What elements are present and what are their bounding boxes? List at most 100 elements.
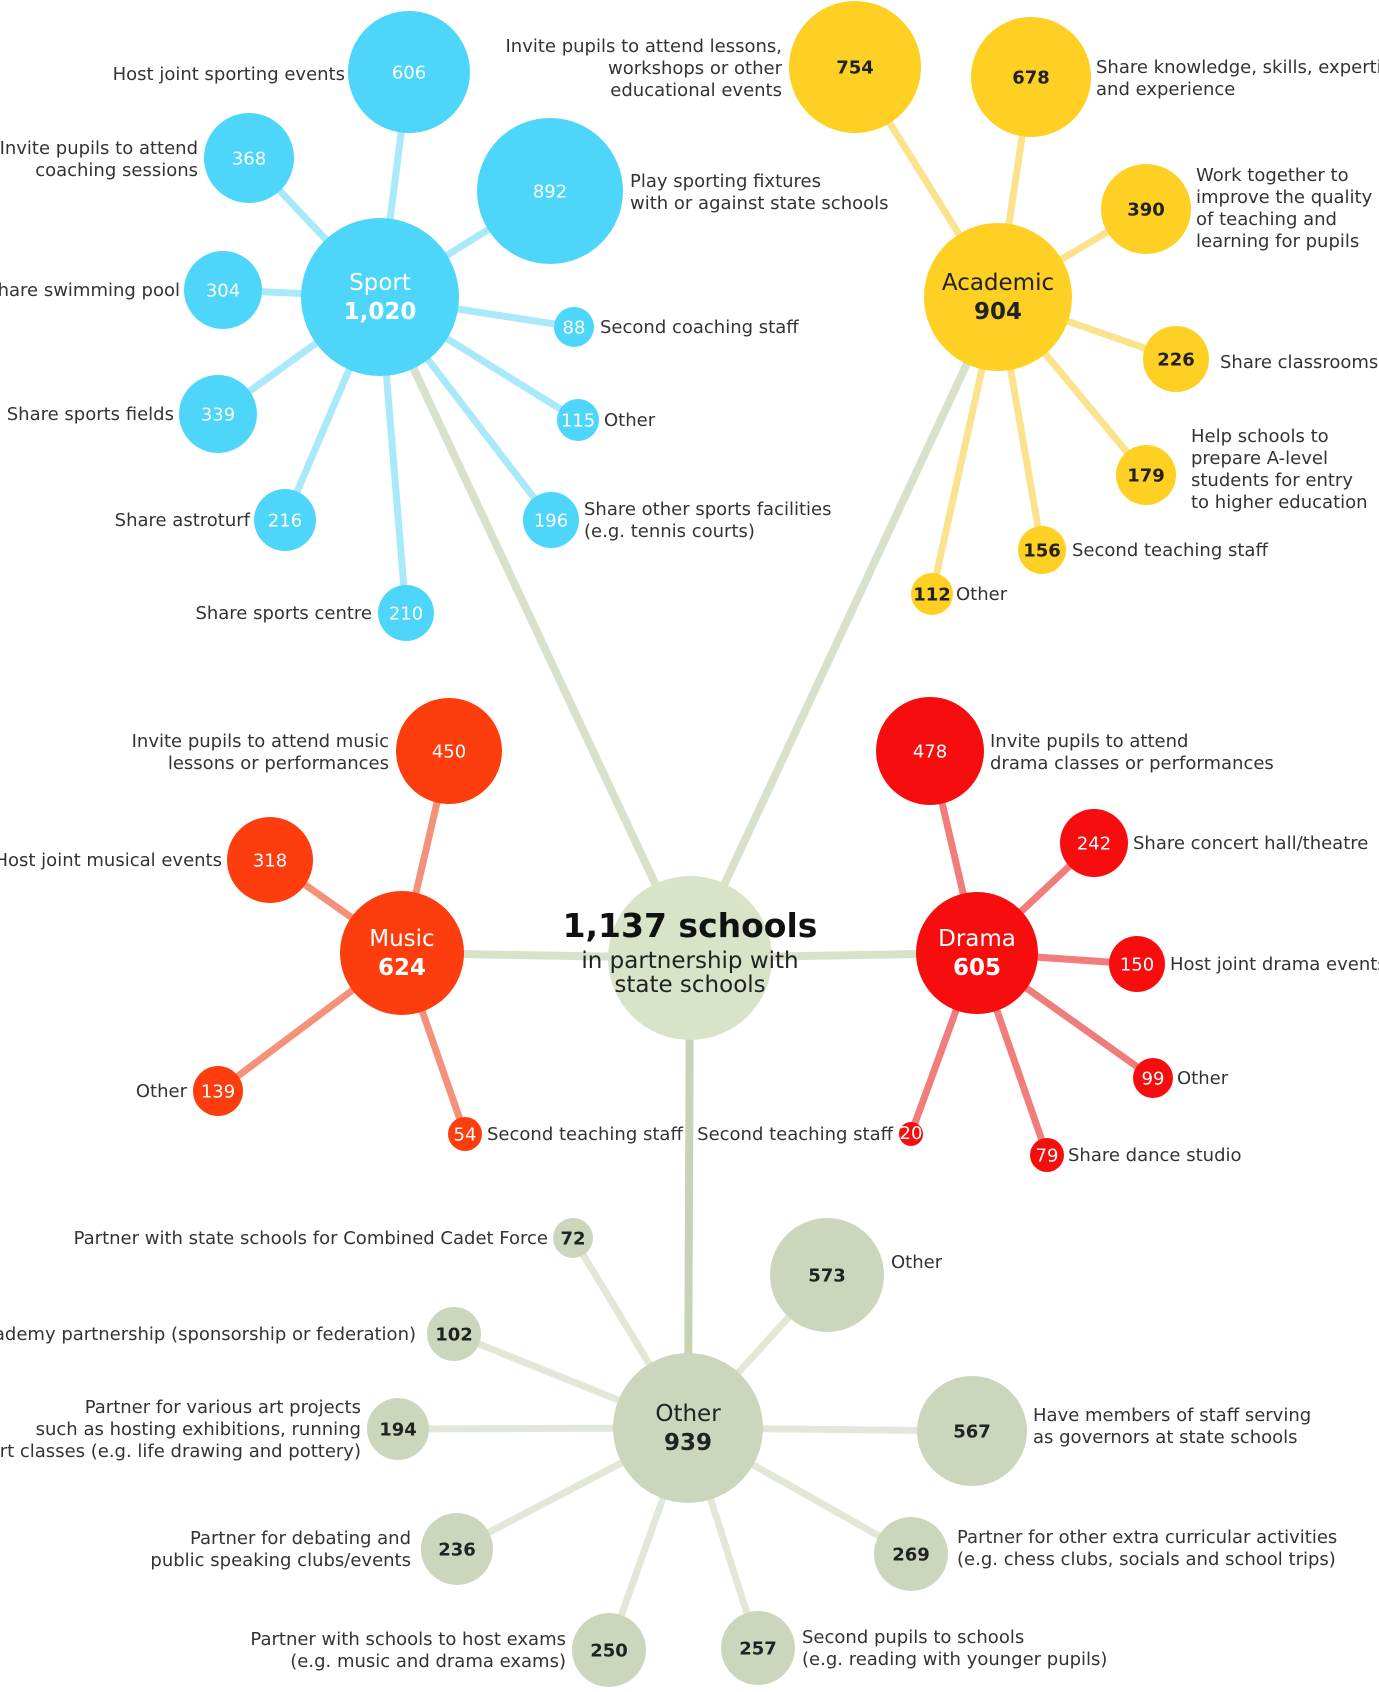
leaf-node-sport-4	[554, 307, 594, 347]
leaf-label-sport-3: Share swimming pool	[0, 280, 180, 301]
leaf-node-other-5	[421, 1513, 493, 1585]
leaf-label-academic-0: educational events	[610, 80, 782, 101]
leaf-value-music-3: 54	[454, 1124, 477, 1145]
trunk-line-sport	[376, 293, 694, 962]
leaf-node-other-2	[427, 1307, 481, 1361]
leaf-value-academic-5: 156	[1023, 540, 1061, 561]
leaf-value-sport-8: 196	[534, 510, 568, 531]
leaf-label-drama-5: Share dance studio	[1068, 1145, 1242, 1166]
leaf-label-sport-4: Second coaching staff	[600, 317, 799, 338]
leaf-node-drama-5	[1030, 1138, 1064, 1172]
leaf-label-drama-2: Host joint drama events	[1170, 954, 1379, 975]
leaf-value-other-8: 257	[739, 1638, 777, 1659]
leaf-label-other-8: Second pupils to schools	[802, 1627, 1024, 1648]
leaf-value-sport-2: 892	[533, 181, 567, 202]
leaf-label-academic-1: Share knowledge, skills, expertise	[1096, 57, 1379, 78]
leaf-node-other-1	[770, 1218, 884, 1332]
leaf-value-academic-0: 754	[836, 57, 874, 78]
leaf-label-academic-4: prepare A-level	[1191, 448, 1328, 469]
leaf-label-music-2: Other	[136, 1081, 188, 1102]
leaf-label-drama-0: Invite pupils to attend	[990, 731, 1188, 752]
leaf-label-academic-5: Second teaching staff	[1072, 540, 1268, 561]
leaf-node-sport-5	[179, 375, 257, 453]
leaf-label-drama-0: drama classes or performances	[990, 753, 1274, 774]
leaf-label-academic-0: workshops or other	[608, 58, 783, 79]
leaf-label-sport-6: Other	[604, 410, 656, 431]
leaf-node-sport-7	[254, 489, 316, 551]
leaf-node-academic-5	[1018, 526, 1066, 574]
leaf-label-sport-1: coaching sessions	[35, 160, 198, 181]
leaf-node-drama-2	[1109, 936, 1165, 992]
leaf-label-other-5: Partner for debating and	[190, 1528, 411, 1549]
hub-value-sport: 1,020	[344, 299, 417, 325]
leaf-node-other-7	[572, 1613, 646, 1687]
leaf-value-sport-6: 115	[561, 410, 595, 431]
leaf-label-other-6: (e.g. chess clubs, socials and school tr…	[957, 1549, 1336, 1570]
leaf-node-music-2	[193, 1066, 243, 1116]
leaf-value-sport-9: 210	[389, 603, 423, 624]
hub-node-sport	[301, 218, 459, 376]
leaf-node-academic-1	[971, 17, 1091, 137]
leaf-node-sport-2	[477, 118, 623, 264]
leaf-node-other-4	[917, 1376, 1027, 1486]
leaf-label-sport-1: Invite pupils to attend	[0, 138, 198, 159]
nodes	[179, 1, 1209, 1687]
leaf-label-other-1: Other	[891, 1252, 943, 1273]
leaf-label-sport-8: (e.g. tennis courts)	[584, 521, 755, 542]
leaf-node-drama-1	[1060, 809, 1128, 877]
leaf-label-academic-3: Share classrooms	[1220, 352, 1378, 373]
hub-name-sport: Sport	[349, 270, 411, 296]
leaf-label-sport-2: Play sporting fixtures	[630, 171, 821, 192]
leaf-value-drama-0: 478	[913, 741, 947, 762]
leaf-value-other-1: 573	[808, 1265, 846, 1286]
leaf-label-drama-1: Share concert hall/theatre	[1133, 833, 1368, 854]
leaf-node-other-0	[553, 1218, 593, 1258]
leaf-value-sport-5: 339	[201, 404, 235, 425]
leaf-node-sport-8	[523, 492, 579, 548]
leaf-label-academic-4: students for entry	[1191, 470, 1353, 491]
leaf-label-academic-2: of teaching and	[1196, 209, 1337, 230]
leaf-label-sport-9: Share sports centre	[195, 603, 372, 624]
leaf-node-other-3	[367, 1398, 429, 1460]
leaf-label-other-3: Partner for various art projects	[85, 1397, 361, 1418]
leaf-node-drama-0	[876, 697, 984, 805]
leaf-label-music-1: Host joint musical events	[0, 850, 222, 871]
hub-node-music	[340, 891, 464, 1015]
leaf-label-other-8: (e.g. reading with younger pupils)	[802, 1649, 1107, 1670]
leaf-node-drama-3	[1133, 1058, 1173, 1098]
leaf-label-academic-2: learning for pupils	[1196, 231, 1359, 252]
leaf-value-academic-4: 179	[1127, 465, 1165, 486]
center-subtitle-line: state schools	[614, 972, 765, 998]
leaf-value-sport-4: 88	[563, 317, 586, 338]
leaf-label-other-2: Academy partnership (sponsorship or fede…	[0, 1324, 416, 1345]
leaf-label-drama-3: Other	[1177, 1068, 1229, 1089]
leaf-label-academic-0: Invite pupils to attend lessons,	[505, 36, 782, 57]
leaf-value-academic-3: 226	[1157, 349, 1195, 370]
leaf-node-sport-9	[378, 585, 434, 641]
leaf-value-other-5: 236	[438, 1539, 476, 1560]
leaf-label-sport-0: Host joint sporting events	[113, 64, 345, 85]
leaf-label-academic-6: Other	[956, 584, 1008, 605]
leaf-label-other-4: Have members of staff serving	[1033, 1405, 1311, 1426]
hub-value-drama: 605	[953, 955, 1001, 981]
leaf-label-sport-2: with or against state schools	[630, 193, 889, 214]
leaf-value-sport-7: 216	[268, 510, 302, 531]
leaf-value-music-1: 318	[253, 850, 287, 871]
leaf-node-music-0	[396, 698, 502, 804]
leaf-label-music-0: Invite pupils to attend music	[132, 731, 389, 752]
leaf-value-academic-1: 678	[1012, 67, 1050, 88]
hub-value-music: 624	[378, 955, 426, 981]
leaf-node-other-8	[721, 1611, 795, 1685]
leaf-node-academic-0	[789, 1, 921, 133]
leaf-node-academic-4	[1116, 445, 1176, 505]
leaf-node-sport-1	[204, 113, 294, 203]
leaf-label-other-6: Partner for other extra curricular activ…	[957, 1527, 1337, 1548]
leaf-value-drama-5: 79	[1036, 1145, 1059, 1166]
leaf-value-other-3: 194	[379, 1419, 417, 1440]
leaf-label-academic-1: and experience	[1096, 79, 1235, 100]
center-title: 1,137 schools	[563, 906, 818, 945]
leaf-label-academic-4: to higher education	[1191, 492, 1368, 513]
leaf-label-academic-2: improve the quality	[1196, 187, 1373, 208]
leaf-value-drama-2: 150	[1120, 954, 1154, 975]
